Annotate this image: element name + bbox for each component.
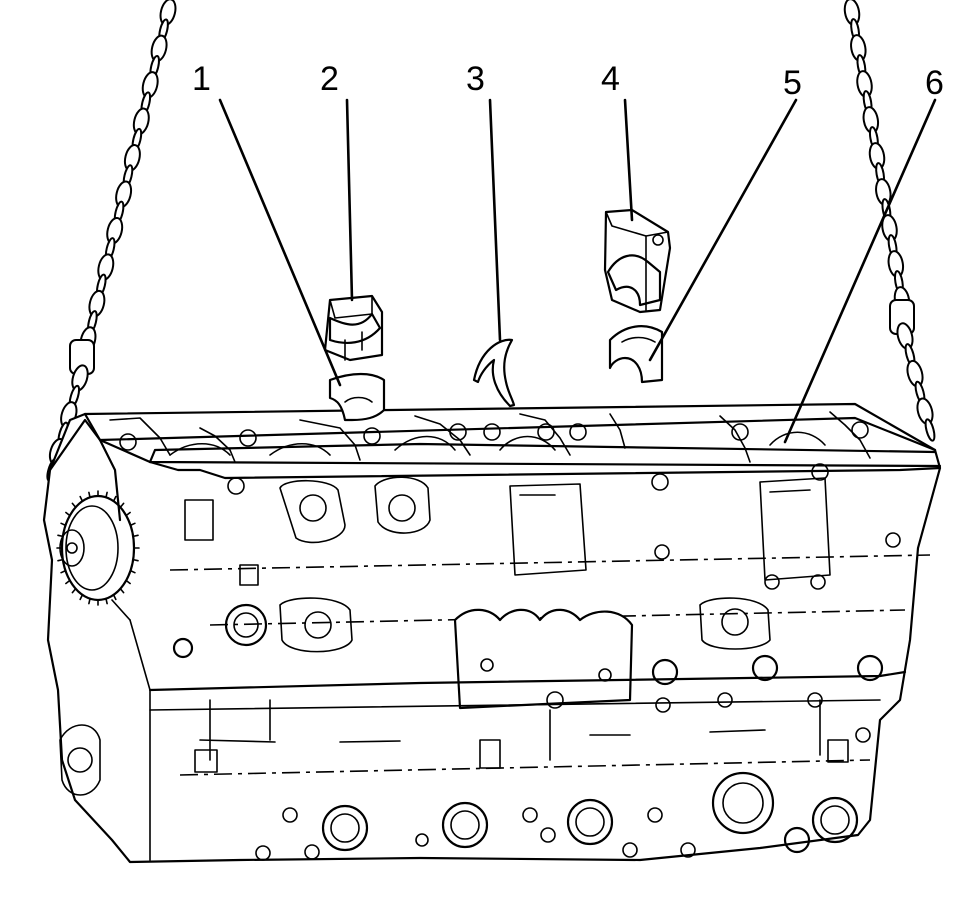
right-lifting-chain	[843, 0, 936, 442]
callout-2: 2	[320, 60, 339, 98]
left-lifting-chain	[46, 0, 177, 482]
leader-4	[623, 98, 634, 222]
engine-block	[42, 402, 942, 864]
bearing-shell-part-5	[608, 325, 664, 384]
leader-2	[345, 98, 354, 302]
callout-leaders	[218, 98, 937, 444]
callout-6: 6	[925, 64, 944, 102]
callout-4: 4	[601, 60, 620, 98]
leader-6	[783, 98, 937, 444]
callout-1: 1	[192, 60, 211, 98]
leader-3	[488, 98, 502, 342]
leader-1	[218, 98, 342, 387]
bearing-cap-part-2	[323, 294, 384, 362]
chain-link	[924, 418, 936, 442]
callout-5: 5	[783, 64, 802, 102]
callout-labels: 1 2 3 4 5 6	[192, 60, 944, 102]
crankcase-bulkheads	[109, 411, 871, 463]
thrust-washer-part-3	[472, 338, 516, 408]
bearing-cap-part-4	[603, 208, 672, 314]
bearing-shell-part-1	[328, 372, 386, 422]
block-side-details	[148, 463, 931, 861]
callout-3: 3	[466, 60, 485, 98]
leader-5	[648, 98, 798, 362]
timing-gear	[56, 490, 140, 606]
